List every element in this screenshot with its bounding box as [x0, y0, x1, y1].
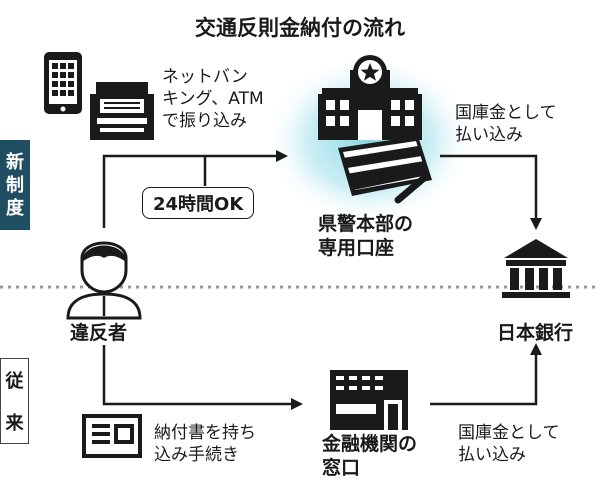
treasury-line: 払い込み — [458, 445, 526, 465]
conventional-char: 来 — [5, 413, 24, 434]
payment-slip-icon — [82, 414, 142, 458]
treasury-line: 国庫金として — [458, 423, 560, 443]
arrow-to-boj-top — [440, 154, 542, 230]
new-system-char: 度 — [6, 197, 24, 219]
net-banking-label: ネットバン キング、ATM で振り込み — [162, 66, 264, 132]
arrow-window-payment — [102, 345, 303, 410]
bank-window-line: 金融機関の — [322, 433, 418, 455]
violator-label: 違反者 — [70, 322, 128, 344]
arrow-to-boj-bottom — [430, 343, 542, 406]
bankbook-icon — [338, 136, 432, 204]
payment-slip-label: 納付書を持ち 込み手続き — [154, 422, 256, 466]
new-system-char: 制 — [6, 174, 24, 196]
new-system-tag: 新 制 度 — [0, 140, 30, 230]
bank-window-line: 窓口 — [322, 457, 361, 479]
payment-slip-line: 納付書を持ち — [154, 423, 256, 443]
conventional-tag: 従 来 — [0, 358, 29, 444]
police-hq-icon — [318, 55, 422, 140]
net-banking-line: ネットバン — [162, 67, 248, 87]
bank-window-label: 金融機関の 窓口 — [322, 432, 417, 480]
net-banking-line: キング、ATM — [162, 89, 264, 109]
bank-icon — [502, 239, 570, 298]
new-system-char: 新 — [6, 151, 24, 173]
person-icon — [66, 241, 142, 320]
payment-slip-line: 込み手続き — [154, 445, 239, 465]
hours-badge: 24時間OK — [142, 187, 255, 219]
treasury-line: 払い込み — [455, 125, 523, 145]
net-banking-line: で振り込み — [162, 111, 247, 131]
treasury-label-top: 国庫金として 払い込み — [455, 102, 557, 146]
arrow-online-payment — [102, 150, 288, 228]
treasury-label-bottom: 国庫金として 払い込み — [458, 422, 560, 466]
conventional-char: 従 — [5, 371, 24, 392]
diagram-title: 交通反則金納付の流れ — [195, 16, 405, 40]
boj-label: 日本銀行 — [497, 322, 574, 344]
smartphone-icon — [44, 52, 82, 114]
bank-office-icon — [330, 370, 408, 430]
atm-icon — [90, 82, 154, 140]
police-account-line: 県警本部の — [318, 213, 414, 235]
treasury-line: 国庫金として — [455, 103, 557, 123]
police-account-label: 県警本部の 専用口座 — [318, 212, 413, 260]
police-account-line: 専用口座 — [318, 237, 395, 259]
